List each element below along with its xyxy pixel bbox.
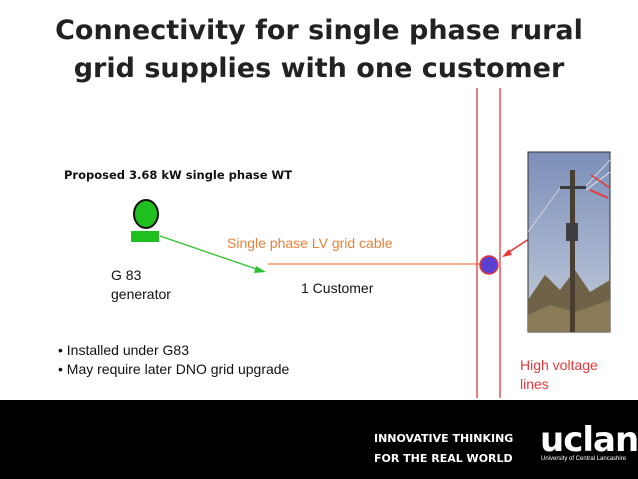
customer-label: 1 Customer [301, 280, 374, 296]
notes-item: • May require later DNO grid upgrade [58, 361, 290, 377]
uclan-logo-subtext: University of Central Lancashire [541, 456, 627, 462]
generator-circle [133, 199, 159, 229]
generator-arrow-head [254, 266, 266, 273]
footer-tagline-line1: INNOVATIVE THINKING [374, 432, 514, 445]
cable-label: Single phase LV grid cable [227, 235, 393, 251]
hv-lines-label: High voltage lines [520, 356, 598, 394]
uclan-logo-text: uclan [540, 420, 638, 460]
footer-tagline: INNOVATIVE THINKING FOR THE REAL WORLD [374, 429, 513, 469]
footer-tagline-line2: FOR THE REAL WORLD [374, 452, 513, 465]
notes-list: • Installed under G83 • May require late… [58, 341, 289, 379]
generator-label-line1: G 83 [111, 267, 142, 283]
generator-arrow [159, 235, 263, 272]
hv-label-line1: High voltage [520, 357, 598, 373]
notes-item: • Installed under G83 [58, 342, 189, 358]
hv-pointer-arrow-head [502, 249, 512, 257]
slide-title: Connectivity for single phase rural grid… [0, 12, 638, 88]
generator-base [131, 231, 159, 242]
generator-label-line2: generator [111, 286, 171, 302]
generator-label: G 83 generator [111, 266, 171, 304]
footer-bar [0, 400, 638, 479]
pole-photo [527, 151, 611, 333]
slide-title-line2: grid supplies with one customer [73, 53, 565, 84]
slide-title-line1: Connectivity for single phase rural [55, 15, 583, 46]
connection-node [479, 255, 499, 275]
hv-label-line2: lines [520, 376, 549, 392]
proposed-turbine-label: Proposed 3.68 kW single phase WT [64, 168, 293, 182]
